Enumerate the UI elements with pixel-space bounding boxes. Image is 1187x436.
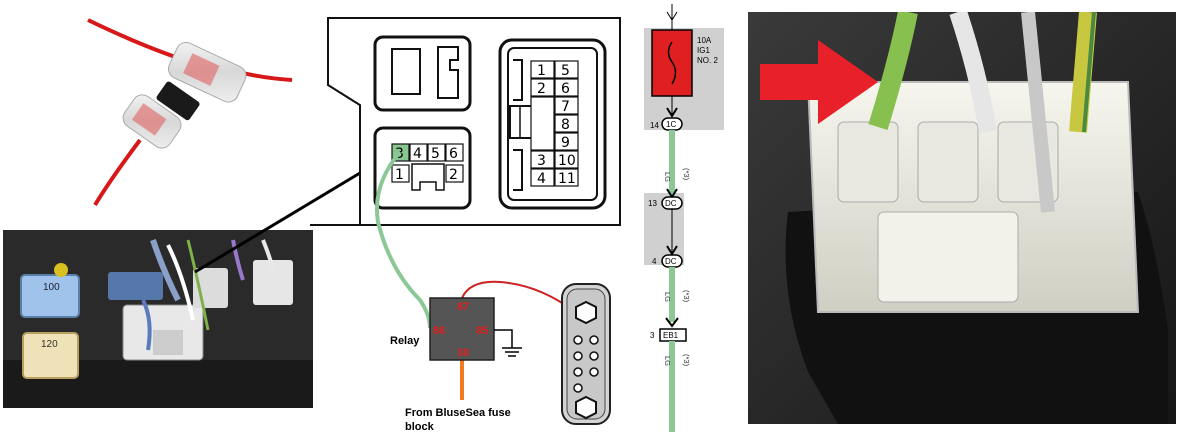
connector-3-name: DC — [665, 257, 677, 266]
relay-pin-85: 85 — [476, 325, 488, 337]
green-tap-wire — [375, 150, 432, 329]
fuse-circuit: IG1 — [697, 46, 710, 55]
wire-note-3: (*3) — [682, 354, 691, 367]
plug-hex-bottom — [575, 395, 597, 420]
large-pin-9: 9 — [561, 135, 570, 151]
connector-1-name: 1C — [666, 120, 676, 129]
large-connector-grid — [530, 60, 579, 187]
wire-color-1: LG — [663, 172, 672, 182]
connector-2-name: DC — [665, 199, 677, 208]
plug-hex-top — [575, 300, 597, 325]
relay-pin-86: 86 — [433, 325, 445, 337]
wire-tap-photo — [0, 0, 310, 215]
fuse-120-label: 120 — [41, 339, 58, 350]
relay-pin-30: 30 — [457, 347, 469, 359]
connector-3-pin: 4 — [652, 257, 657, 266]
red-wire — [461, 280, 576, 313]
large-pin-11: 11 — [558, 171, 576, 187]
connector-1-pin: 14 — [650, 121, 659, 130]
wire-color-2: LG — [663, 292, 672, 302]
wire-color-3: LG — [663, 356, 672, 366]
red-arrow-icon — [760, 40, 878, 124]
wire-note-1: (*3) — [682, 168, 691, 181]
relay-source-label-2: block — [405, 421, 435, 433]
fuse-number: NO. 2 — [697, 56, 718, 65]
small-pin-2: 2 — [449, 167, 458, 183]
relay-pin-87: 87 — [457, 301, 469, 313]
fuse-rating: 10A — [697, 36, 712, 45]
connector-closeup-illustration — [748, 12, 1176, 424]
large-pin-8: 8 — [561, 117, 570, 133]
connector-closeup-photo — [748, 12, 1176, 424]
fuse-120-icon — [22, 332, 79, 379]
fuse-box-photo: 100 120 — [3, 230, 313, 408]
wire-note-2: (*3) — [682, 290, 691, 303]
large-pin-3: 3 — [537, 153, 546, 169]
small-pin-1: 1 — [395, 167, 404, 183]
large-pin-4: 4 — [537, 171, 546, 187]
fuse-100-icon — [20, 274, 80, 318]
large-pin-1: 1 — [537, 63, 546, 79]
relay-source-label-1: From BluseSea fuse — [405, 407, 511, 419]
small-pin-5: 5 — [431, 146, 440, 162]
large-pin-7: 7 — [561, 99, 570, 115]
connector-4-pin: 3 — [650, 331, 655, 340]
large-pin-10: 10 — [558, 153, 576, 169]
relay-label: Relay — [390, 335, 420, 347]
connector-2-pin: 13 — [648, 199, 657, 208]
large-pin-2: 2 — [537, 81, 546, 97]
connector-4-name: EB1 — [663, 331, 679, 340]
small-pin-4: 4 — [413, 146, 422, 162]
large-pin-6: 6 — [561, 81, 570, 97]
wire-tap-illustration — [87, 18, 293, 207]
large-pin-5: 5 — [561, 63, 570, 79]
fuse-100-label: 100 — [43, 282, 60, 293]
relay-body — [429, 297, 495, 361]
small-pin-6: 6 — [449, 146, 458, 162]
